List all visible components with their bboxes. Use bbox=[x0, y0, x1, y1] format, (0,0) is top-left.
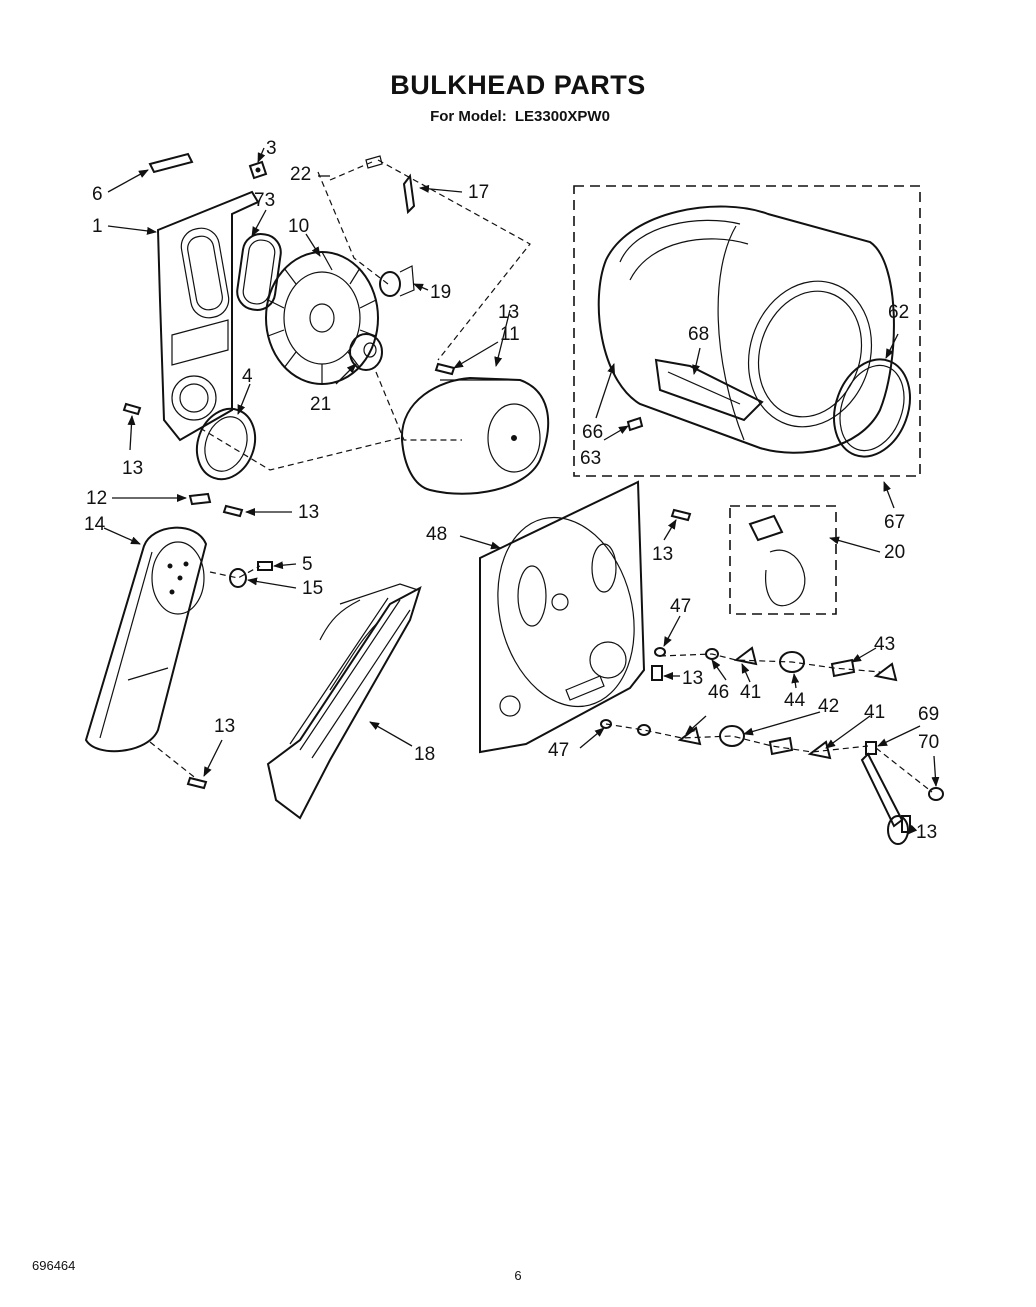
callout-1: 1 bbox=[92, 216, 103, 237]
part-17-clip bbox=[402, 173, 416, 215]
callout-3: 3 bbox=[266, 138, 277, 159]
callout-68: 68 bbox=[688, 324, 709, 345]
part-42-43-shafts bbox=[768, 658, 856, 756]
part-12-clip bbox=[188, 492, 212, 506]
callout-14: 14 bbox=[84, 514, 106, 535]
callout-15: 15 bbox=[302, 578, 323, 599]
callout-6: 6 bbox=[92, 184, 103, 205]
part-67-drum-assembly-box bbox=[573, 185, 921, 477]
callout-labels: 1 3 4 5 6 10 11 12 13 13 13 13 13 13 13 … bbox=[84, 138, 939, 843]
callout-21: 21 bbox=[310, 394, 331, 415]
callout-13-f: 13 bbox=[214, 716, 235, 737]
part-15-grommet bbox=[229, 568, 247, 588]
part-66-drum bbox=[597, 205, 895, 454]
callout-66: 66 bbox=[582, 422, 603, 443]
callout-44: 44 bbox=[784, 690, 806, 711]
leader-arrows bbox=[103, 147, 940, 835]
page-number: 6 bbox=[514, 1268, 522, 1283]
callout-47-a: 47 bbox=[670, 596, 691, 617]
part-70-nut bbox=[928, 787, 944, 801]
callout-43: 43 bbox=[874, 634, 895, 655]
part-3-clip bbox=[248, 160, 268, 180]
part-20-kit-box bbox=[729, 505, 837, 615]
part-1-duct-panel bbox=[156, 190, 260, 442]
callout-62: 62 bbox=[888, 302, 909, 323]
callout-13-d: 13 bbox=[652, 544, 673, 565]
callout-4: 4 bbox=[242, 366, 253, 387]
callout-13-b: 13 bbox=[122, 458, 143, 479]
model-label: For Model: bbox=[430, 108, 507, 125]
callout-70: 70 bbox=[918, 732, 939, 753]
callout-22: 22 bbox=[290, 164, 311, 185]
page-title: BULKHEAD PARTS bbox=[390, 70, 646, 100]
part-14-heater-cover bbox=[84, 526, 208, 753]
callout-19: 19 bbox=[430, 282, 451, 303]
part-18-heater-element bbox=[266, 583, 422, 820]
assembly-lines bbox=[149, 159, 933, 793]
callout-13-a: 13 bbox=[498, 302, 519, 323]
callout-47-b: 47 bbox=[548, 740, 569, 761]
model-number: LE3300XPW0 bbox=[514, 108, 610, 125]
part-73-gasket bbox=[236, 233, 282, 311]
callout-17: 17 bbox=[468, 182, 489, 203]
callout-13-c: 13 bbox=[298, 502, 319, 523]
part-68-baffle bbox=[654, 358, 764, 422]
callout-13-g: 13 bbox=[916, 822, 937, 843]
callout-73: 73 bbox=[254, 190, 275, 211]
part-62-drum-seal bbox=[833, 358, 911, 458]
callout-69: 69 bbox=[918, 704, 939, 725]
part-6-bracket bbox=[148, 152, 194, 174]
callout-20: 20 bbox=[884, 542, 905, 563]
callout-48: 48 bbox=[426, 524, 447, 545]
callout-12: 12 bbox=[86, 488, 107, 509]
callout-10: 10 bbox=[288, 216, 309, 237]
part-46-47-washers bbox=[600, 647, 719, 736]
callout-63: 63 bbox=[580, 448, 601, 469]
part-13-screws bbox=[122, 362, 911, 833]
part-20-thermostat-kit bbox=[748, 514, 806, 607]
part-21-hub bbox=[349, 333, 383, 371]
part-10-blower-wheel bbox=[265, 251, 379, 385]
callout-67: 67 bbox=[884, 512, 905, 533]
callout-11: 11 bbox=[500, 324, 520, 345]
callout-5: 5 bbox=[302, 554, 313, 575]
model-subtitle: For Model: LE3300XPW0 bbox=[0, 108, 1036, 125]
document-number: 696464 bbox=[32, 1258, 76, 1273]
callout-46: 46 bbox=[708, 682, 729, 703]
callout-41-a: 41 bbox=[740, 682, 761, 703]
callout-42: 42 bbox=[818, 696, 839, 717]
callout-41-b: 41 bbox=[864, 702, 885, 723]
part-11-blower-housing bbox=[400, 376, 550, 495]
part-5-screw bbox=[257, 561, 273, 571]
part-48-rear-bulkhead bbox=[479, 480, 646, 754]
callout-18: 18 bbox=[414, 744, 435, 765]
callout-13-e: 13 bbox=[682, 668, 703, 689]
part-19-bearing bbox=[379, 265, 415, 297]
part-63-screw bbox=[626, 416, 644, 432]
part-22-screw bbox=[365, 155, 383, 169]
